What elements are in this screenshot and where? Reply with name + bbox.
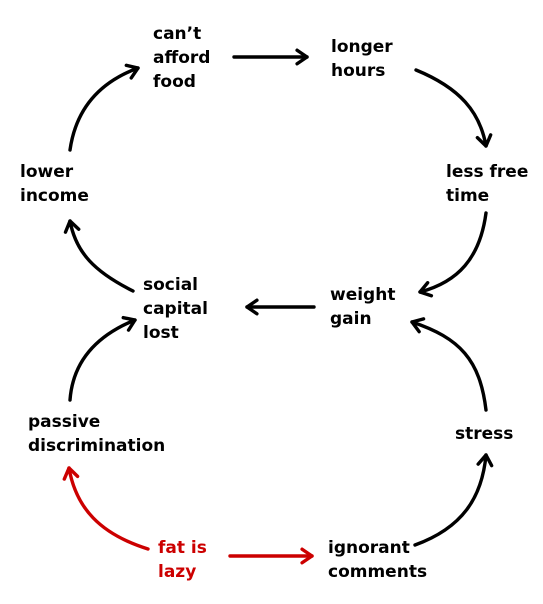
edge-stress-to-weight-gain	[410, 320, 488, 412]
edge-fat-is-lazy-to-passive-discrimination	[67, 466, 150, 551]
arrowhead	[245, 298, 259, 316]
arrowhead	[410, 317, 426, 334]
arrowhead	[295, 48, 309, 66]
edge-social-capital-lost-to-lower-income	[68, 219, 135, 293]
arrowhead	[475, 133, 493, 148]
arrowhead	[476, 453, 494, 468]
arrowhead	[124, 63, 140, 80]
node-cant-afford-food: can’t afford food	[153, 24, 211, 92]
node-social-capital-lost: social capital lost	[143, 275, 208, 343]
node-fat-is-lazy: fat is lazy	[158, 538, 207, 582]
arrowhead	[121, 315, 137, 332]
edge-ignorant-comments-to-stress	[413, 453, 488, 547]
arrowhead	[418, 281, 434, 298]
node-stress: stress	[455, 424, 514, 444]
node-ignorant-comments: ignorant comments	[328, 538, 428, 582]
edge-less-free-time-to-weight-gain	[418, 211, 488, 294]
edge-longer-hours-to-less-free-time	[414, 68, 488, 148]
arrowhead	[63, 219, 81, 234]
node-weight-gain: weight gain	[330, 285, 396, 329]
edge-passive-discrimination-to-social-capital-lost	[68, 318, 137, 402]
edge-lower-income-to-cant-afford-food	[68, 66, 140, 152]
node-lower-income: lower income	[20, 162, 89, 206]
node-passive-discrimination: passive discrimination	[28, 412, 166, 456]
arrowhead	[300, 547, 314, 565]
node-longer-hours: longer hours	[331, 37, 393, 81]
node-less-free-time: less free time	[446, 162, 529, 206]
arrowhead	[62, 466, 80, 481]
